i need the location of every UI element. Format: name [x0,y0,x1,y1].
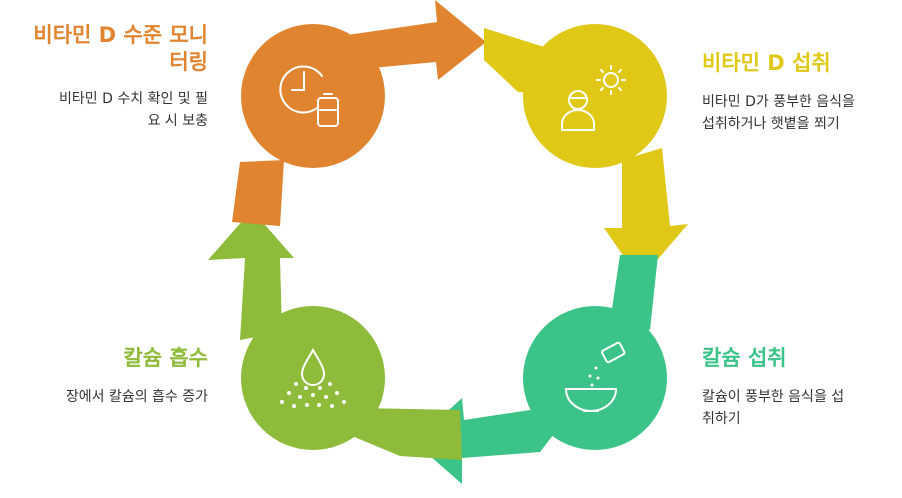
step-title: 비타민 D 섭취 [702,51,831,75]
step-circle-vitamin-d-intake [523,24,667,168]
step-description: 칼슘이 풍부한 음식을 섭 취하기 [702,386,897,430]
person-sun-icon [561,65,626,131]
arrow-lime-to-orange [208,210,294,340]
step-monitoring: 비타민 D 수준 모니 터링 비타민 D 수치 확인 및 필 요 시 보충 [0,22,208,132]
step-vitamin-d-intake: 비타민 D 섭취 비타민 D가 풍부한 음식을 섭취하거나 햇볕을 쬐기 [702,50,897,135]
bowl-sprinkle-icon [564,341,626,412]
step-circle-monitoring [241,24,385,168]
step-title: 칼슘 흡수 [123,346,208,370]
arrow-orange-to-yellow [340,0,486,80]
drop-particles-icon [280,348,346,408]
title-line: 터링 [169,50,208,74]
title-line: 비타민 D 수준 모니 [33,23,208,47]
arrow-lime-segment [352,408,462,460]
desc-line: 칼슘이 풍부한 음식을 섭 [702,389,845,405]
arrow-green-segment [610,255,658,330]
step-calcium-absorption: 칼슘 흡수 장에서 칼슘의 흡수 증가 [0,345,208,408]
arrow-orange-segment [232,160,284,226]
step-title: 비타민 D 수준 모니 터링 [0,22,208,76]
desc-line: 요 시 보충 [147,113,208,129]
desc-line: 섭취하거나 햇볕을 쬐기 [702,116,840,132]
clock-battery-icon [279,65,339,127]
step-description: 장에서 칼슘의 흡수 증가 [0,386,208,408]
desc-line: 취하기 [702,411,741,427]
desc-line: 장에서 칼슘의 흡수 증가 [65,389,208,405]
step-description: 비타민 D가 풍부한 음식을 섭취하거나 햇볕을 쬐기 [702,91,897,135]
step-circle-calcium-intake [523,306,667,450]
step-description: 비타민 D 수치 확인 및 필 요 시 보충 [0,88,208,132]
arrow-yellow-segment [604,148,688,280]
step-calcium-intake: 칼슘 섭취 칼슘이 풍부한 음식을 섭 취하기 [702,345,897,430]
step-title: 칼슘 섭취 [702,346,787,370]
desc-line: 비타민 D가 풍부한 음식을 [702,94,855,110]
step-circle-calcium-absorption [241,306,385,450]
desc-line: 비타민 D 수치 확인 및 필 [59,91,208,107]
